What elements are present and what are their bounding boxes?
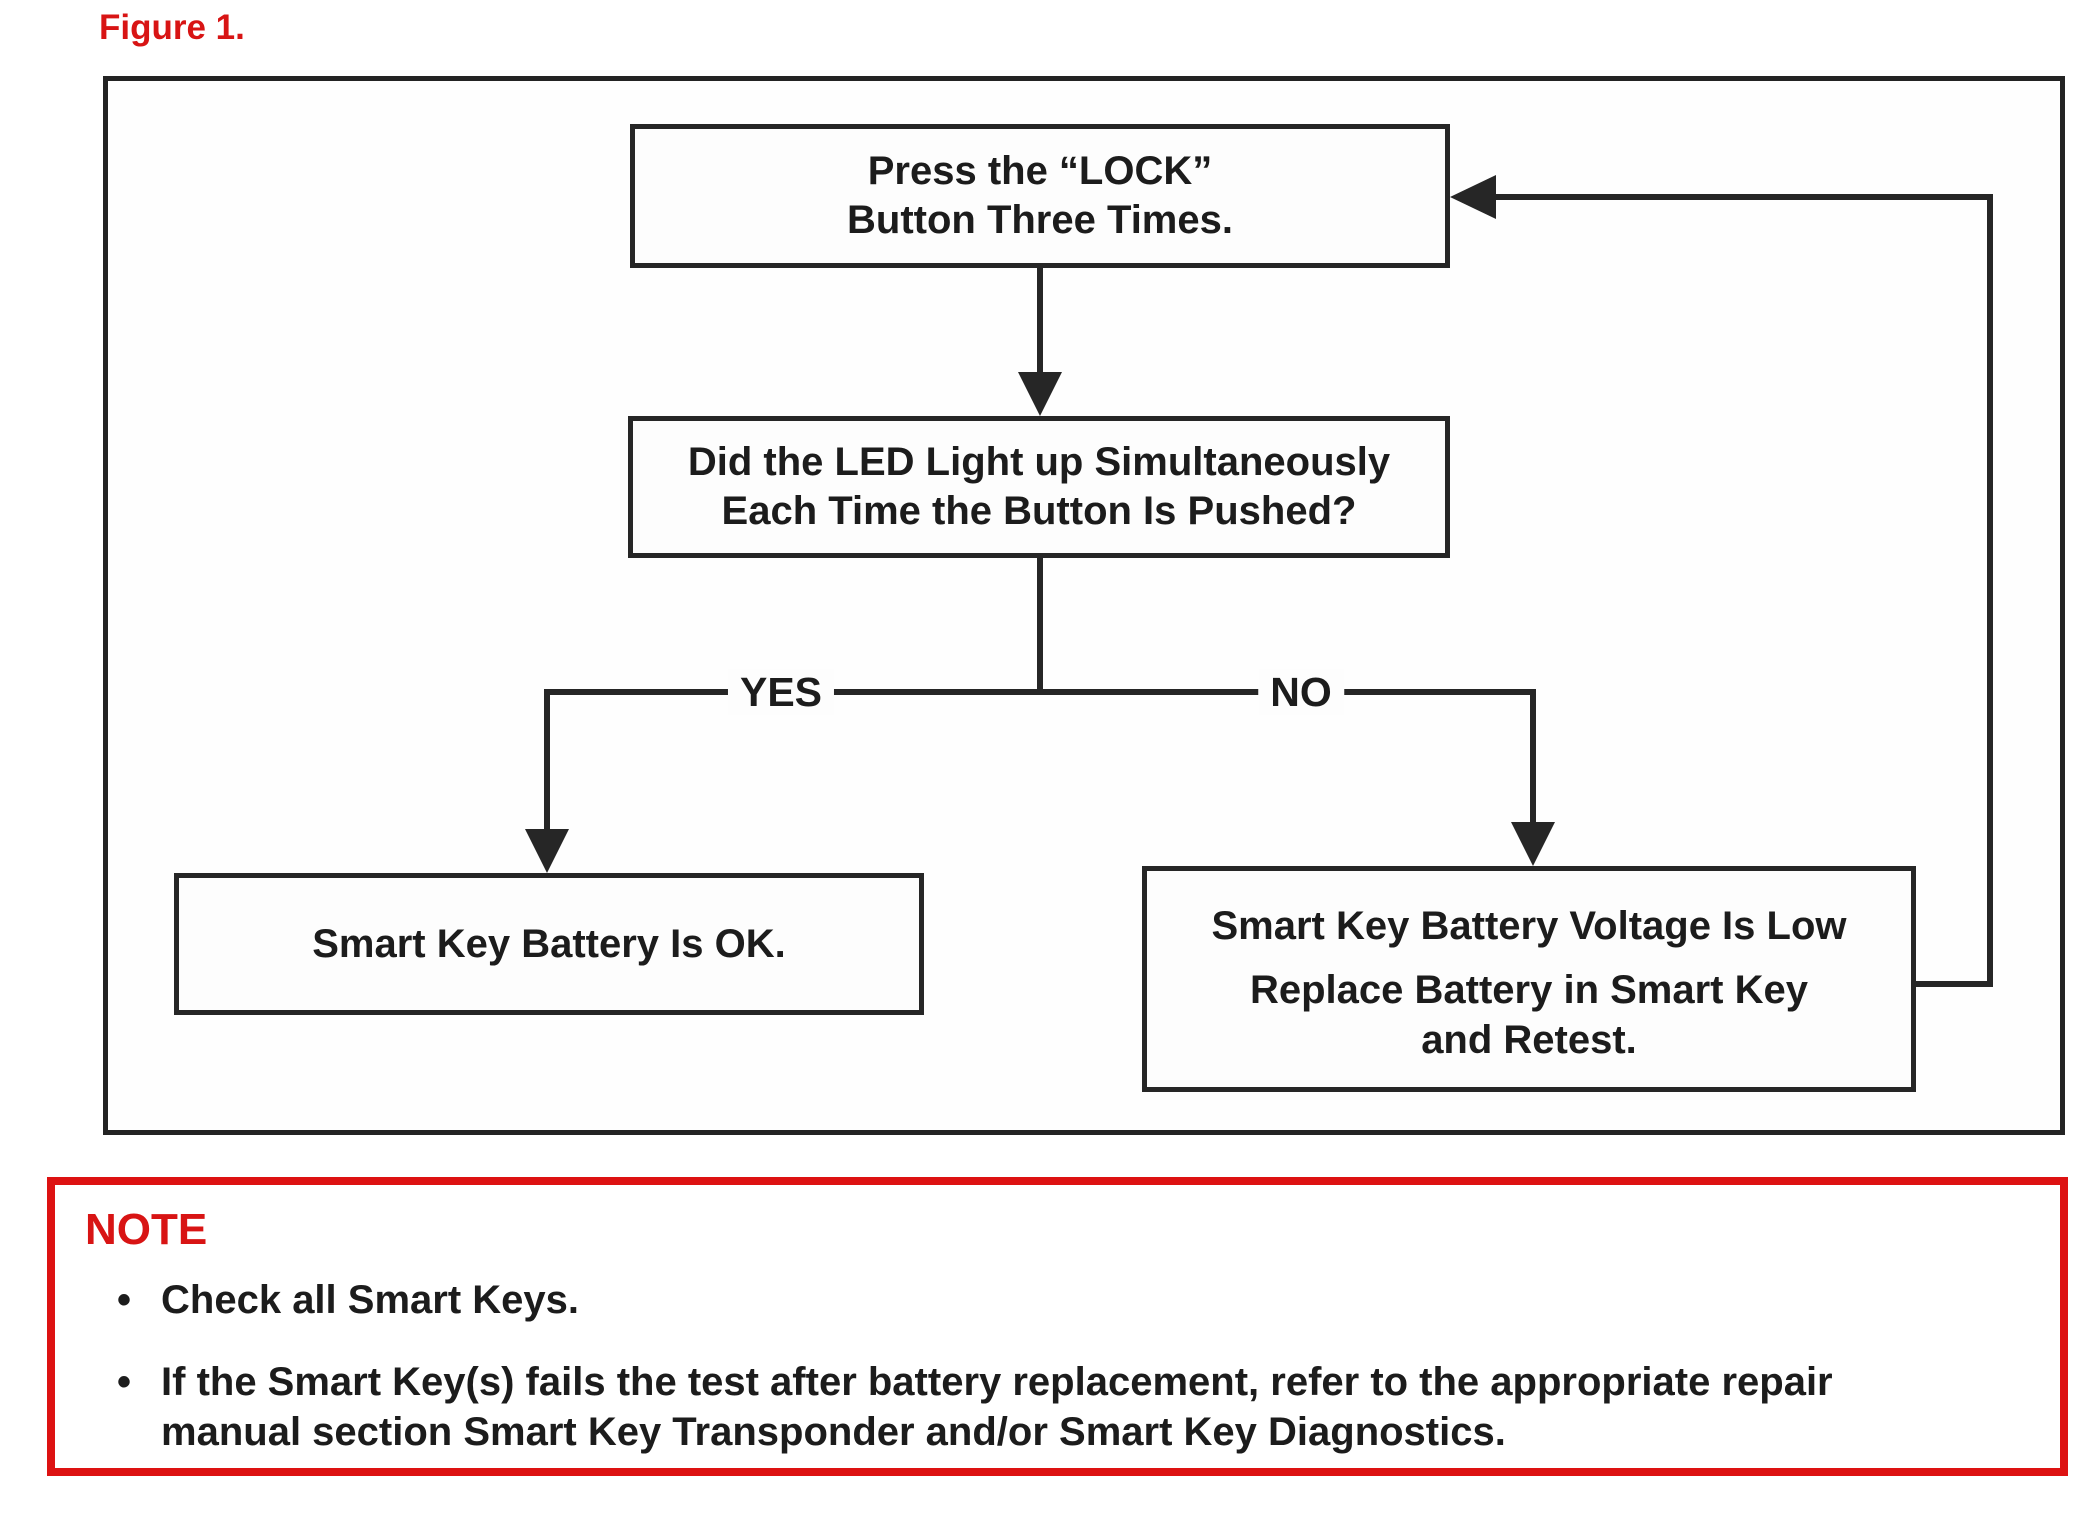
figure-title: Figure 1. bbox=[99, 8, 245, 47]
connector-yes-drop bbox=[544, 689, 550, 830]
note-bullet-text: Check all Smart Keys. bbox=[161, 1278, 580, 1322]
connector-feedback-top bbox=[1494, 194, 1993, 200]
note-box: NOTE • Check all Smart Keys. • If the Sm… bbox=[47, 1177, 2068, 1476]
connector-feedback-stub bbox=[1911, 981, 1991, 987]
flowchart-node-battery-ok: Smart Key Battery Is OK. bbox=[174, 873, 924, 1015]
battery-low-action: Replace Battery in Smart Key and Retest. bbox=[1249, 968, 1808, 1062]
connector-feedback-vertical bbox=[1987, 194, 1993, 987]
flowchart-node-battery-low: Smart Key Battery Voltage Is Low Replace… bbox=[1142, 866, 1916, 1092]
arrow-down-icon bbox=[1511, 822, 1555, 866]
arrow-down-icon bbox=[1018, 372, 1062, 416]
note-bullet-text: If the Smart Key(s) fails the test after… bbox=[161, 1360, 1833, 1454]
branch-label-yes: YES bbox=[727, 669, 835, 715]
arrow-down-icon bbox=[525, 829, 569, 873]
bullet-icon: • bbox=[117, 1360, 132, 1404]
note-title: NOTE bbox=[85, 1205, 208, 1254]
battery-low-title: Smart Key Battery Voltage Is Low bbox=[1211, 904, 1847, 948]
note-bullet-item: • Check all Smart Keys. bbox=[117, 1275, 579, 1325]
connector-branch-horizontal bbox=[544, 689, 1536, 695]
connector-no-drop bbox=[1530, 689, 1536, 824]
connector-press-to-led bbox=[1037, 266, 1043, 374]
connector-led-to-branch bbox=[1037, 556, 1043, 694]
flowchart-node-press-lock: Press the “LOCK” Button Three Times. bbox=[630, 124, 1450, 268]
arrow-left-icon bbox=[1450, 175, 1496, 219]
branch-label-no: NO bbox=[1258, 669, 1344, 715]
note-bullet-item: • If the Smart Key(s) fails the test aft… bbox=[117, 1357, 1833, 1457]
bullet-icon: • bbox=[117, 1278, 132, 1322]
flowchart-node-led-question: Did the LED Light up Simultaneously Each… bbox=[628, 416, 1450, 558]
